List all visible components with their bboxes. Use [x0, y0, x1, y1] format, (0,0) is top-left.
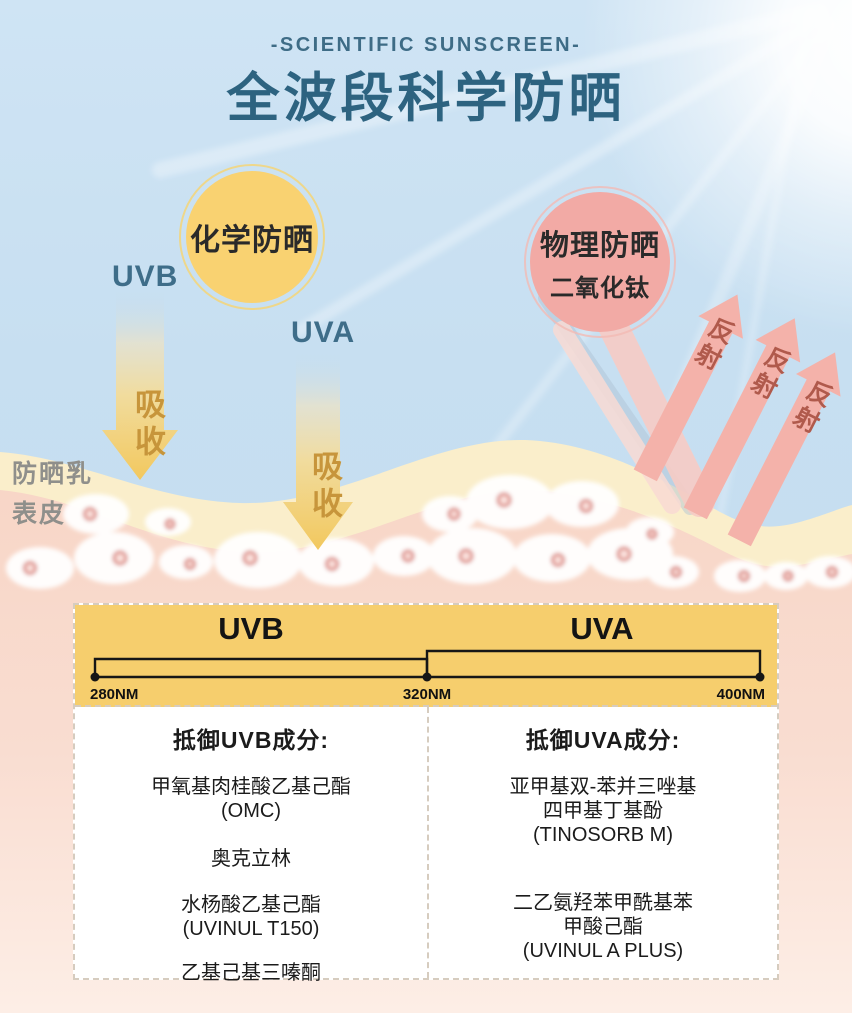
uvb-ingredients-heading: 抵御UVB成分:	[172, 727, 330, 753]
uva-ray-label: UVA	[291, 316, 356, 349]
ingredient-line: (OMC)	[221, 800, 281, 822]
ingredients-panel: UVB UVA 280NM 320NM 400NM 抵	[73, 603, 779, 984]
reflect-arrow-3	[727, 352, 841, 547]
ingredient-line: 亚甲基双-苯并三唑基	[509, 776, 697, 798]
reflect-arrow-1	[633, 294, 743, 482]
absorb-label-uvb: 吸收	[130, 388, 165, 462]
uvb-ray-label: UVB	[112, 260, 179, 293]
tick-280nm: 280NM	[90, 686, 138, 703]
subtitle: -SCIENTIFIC SUNSCREEN-	[270, 34, 582, 56]
uva-ingredients-heading: 抵御UVA成分:	[525, 727, 681, 753]
page-title: 全波段科学防晒	[226, 69, 626, 128]
ingredient-line: 奥克立林	[211, 848, 291, 870]
chemical-sunscreen-label: 化学防晒	[190, 224, 314, 257]
spectrum-uva-title: UVA	[570, 611, 634, 646]
uvb-ingredients-column: 抵御UVB成分: 甲氧基肉桂酸乙基己酯 (OMC) 奥克立林 水杨酸乙基己酯 (…	[75, 707, 427, 984]
chemical-sunscreen-bubble: 化学防晒	[179, 164, 325, 310]
uva-ingredients-column: 抵御UVA成分: 亚甲基双-苯并三唑基 四甲基丁基酚 (TINOSORB M) …	[427, 707, 777, 978]
ingredient-item: 二乙氨羟苯甲酰基苯 甲酸己酯 (UVINUL A PLUS)	[429, 891, 777, 963]
ingredient-item: 乙基己基三嗪酮	[75, 961, 427, 985]
tick-400nm: 400NM	[717, 686, 765, 703]
ingredient-line: 四甲基丁基酚	[543, 800, 663, 822]
tick-320nm: 320NM	[403, 686, 451, 703]
sunscreen-layer-label: 防晒乳	[12, 460, 94, 488]
physical-sunscreen-label: 物理防晒	[539, 229, 660, 262]
spectrum-uvb-title: UVB	[218, 611, 284, 646]
absorb-label-uva: 吸收	[307, 450, 342, 524]
reflect-arrows	[633, 294, 841, 547]
ingredient-item: 水杨酸乙基己酯 (UVINUL T150)	[75, 893, 427, 941]
ingredient-line: 乙基己基三嗪酮	[181, 962, 321, 984]
spectrum-header: UVB UVA 280NM 320NM 400NM	[75, 605, 777, 707]
skin-cells	[6, 475, 852, 592]
wavelength-scale: 280NM 320NM 400NM	[90, 649, 765, 703]
ingredient-line: (UVINUL A PLUS)	[522, 940, 684, 962]
ingredient-line: 水杨酸乙基己酯	[181, 894, 321, 916]
physical-sunscreen-bubble: 物理防晒 二氧化钛	[524, 186, 676, 338]
ingredient-line: 甲酸己酯	[563, 916, 643, 938]
ingredient-line: 二乙氨羟苯甲酰基苯	[513, 892, 693, 914]
ingredients-body: 抵御UVB成分: 甲氧基肉桂酸乙基己酯 (OMC) 奥克立林 水杨酸乙基己酯 (…	[75, 707, 777, 984]
ingredient-item: 甲氧基肉桂酸乙基己酯 (OMC)	[75, 775, 427, 823]
titanium-dioxide-label: 二氧化钛	[550, 274, 650, 302]
uva-absorb-arrow	[283, 350, 353, 550]
ingredient-line: 甲氧基肉桂酸乙基己酯	[151, 776, 351, 798]
ingredient-line: (TINOSORB M)	[533, 824, 673, 846]
ingredient-line: (UVINUL T150)	[182, 918, 320, 940]
reflect-arrow-2	[683, 318, 801, 520]
epidermis-label: 表皮	[12, 500, 67, 528]
ingredient-item: 奥克立林	[75, 847, 427, 871]
uvb-absorb-arrow	[102, 290, 178, 480]
ingredient-item: 亚甲基双-苯并三唑基 四甲基丁基酚 (TINOSORB M)	[429, 775, 777, 847]
